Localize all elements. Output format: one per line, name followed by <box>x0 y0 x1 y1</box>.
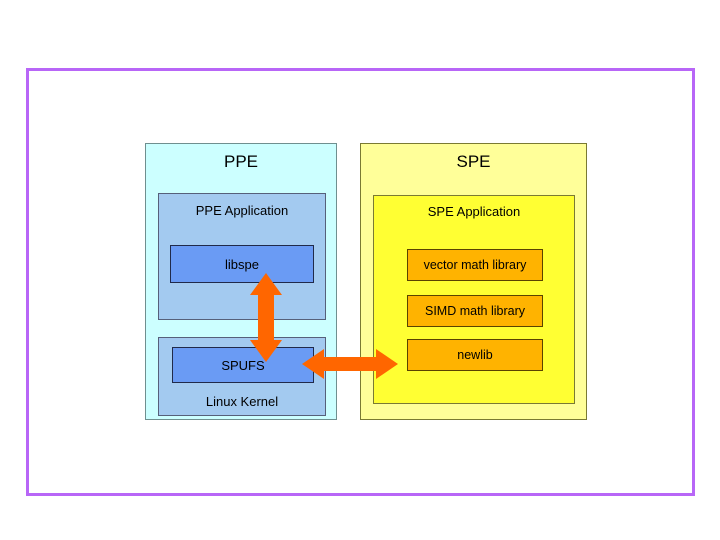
vector-math-library-box[interactable]: vector math library <box>407 249 543 281</box>
newlib-label: newlib <box>457 348 493 362</box>
slide-border-frame <box>26 68 695 496</box>
newlib-box[interactable]: newlib <box>407 339 543 371</box>
linux-kernel-label: Linux Kernel <box>205 394 279 409</box>
spufs-box[interactable]: SPUFS <box>172 347 314 383</box>
ppe-application-title: PPE Application <box>195 203 289 218</box>
ppe-title: PPE <box>223 152 259 171</box>
spe-application-title: SPE Application <box>427 204 521 219</box>
spe-title: SPE <box>456 152 491 171</box>
libspe-label: libspe <box>225 256 259 272</box>
vector-math-library-label: vector math library <box>423 258 527 272</box>
spufs-label: SPUFS <box>221 357 265 373</box>
libspe-box[interactable]: libspe <box>170 245 314 283</box>
simd-math-library-box[interactable]: SIMD math library <box>407 295 543 327</box>
simd-math-library-label: SIMD math library <box>424 304 526 318</box>
